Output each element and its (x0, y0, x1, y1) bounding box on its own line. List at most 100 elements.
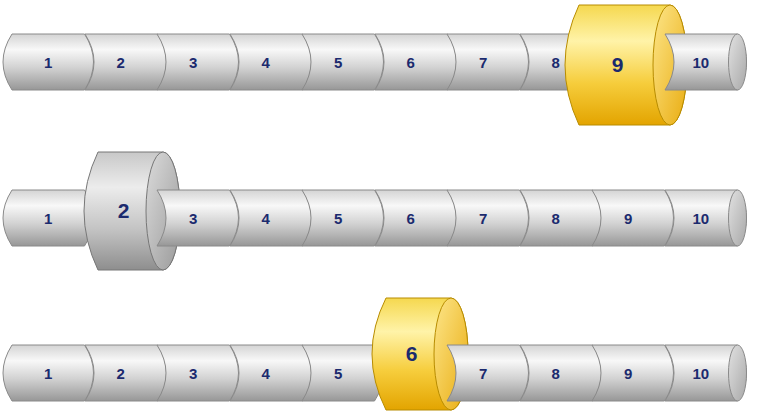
number-holder: 1 (12, 34, 85, 90)
highlighted-number: 9 (612, 53, 624, 77)
segment-number: 3 (189, 210, 197, 227)
ring-body (565, 5, 687, 125)
number-holder: 1 (12, 345, 85, 401)
rod-segment: 9 (592, 345, 665, 401)
segment-body (592, 190, 674, 246)
segment-body (592, 345, 674, 401)
number-holder: 10 (665, 345, 738, 401)
rod-segment: 1 (12, 34, 85, 90)
segment-number: 8 (552, 210, 560, 227)
segment-number: 10 (692, 210, 709, 227)
number-holder: 10 (665, 34, 738, 90)
number-holder: 1 (12, 190, 85, 246)
rod-segment: 2 (85, 34, 158, 90)
rod-segment: 1 (12, 345, 85, 401)
segment-number: 6 (407, 54, 415, 71)
number-holder: 4 (230, 190, 303, 246)
rod-segment: 4 (230, 34, 303, 90)
number-holder: 8 (520, 190, 593, 246)
rod-segment: 7 (447, 345, 520, 401)
segment-body (157, 190, 239, 246)
number-holder: 2 (85, 345, 158, 401)
segment-number: 2 (117, 365, 125, 382)
ring-shape (565, 5, 687, 125)
number-holder: 2 (84, 152, 163, 270)
number-holder: 2 (85, 34, 158, 90)
segment-body (3, 345, 94, 401)
segment-body (302, 190, 384, 246)
segment-body (3, 190, 94, 246)
number-holder: 4 (230, 345, 303, 401)
highlighted-number: 2 (118, 199, 130, 223)
segment-number: 10 (692, 365, 709, 382)
segment-number: 8 (552, 365, 560, 382)
segment-number: 1 (44, 365, 52, 382)
rod-segment: 10 (665, 345, 738, 401)
segment-body (230, 345, 312, 401)
number-holder: 5 (302, 345, 375, 401)
segment-number: 9 (624, 365, 632, 382)
number-holder: 7 (447, 34, 520, 90)
rod-end-face (728, 345, 746, 401)
segment-number: 4 (262, 365, 270, 382)
ring-sleeve: 9 (565, 5, 687, 125)
segment-number: 6 (407, 210, 415, 227)
rod-segment: 5 (302, 190, 375, 246)
number-holder: 6 (372, 298, 451, 410)
rod-segment: 6 (375, 34, 448, 90)
number-holder: 8 (520, 345, 593, 401)
segment-body (230, 190, 312, 246)
segment-number: 9 (624, 210, 632, 227)
segment-body (447, 34, 529, 90)
segment-body (85, 34, 167, 90)
segment-body (375, 190, 457, 246)
segment-number: 7 (479, 210, 487, 227)
segment-body (302, 345, 384, 401)
segment-body (520, 345, 602, 401)
number-holder: 9 (592, 345, 665, 401)
segment-body (157, 34, 239, 90)
segment-number: 1 (44, 210, 52, 227)
segment-number: 4 (262, 210, 270, 227)
rod-segment: 7 (447, 34, 520, 90)
rod-segment: 3 (157, 34, 230, 90)
segment-body (230, 34, 312, 90)
number-holder: 10 (665, 190, 738, 246)
rod-segment: 5 (302, 34, 375, 90)
segment-number: 5 (334, 210, 342, 227)
segment-number: 4 (262, 54, 270, 71)
rod-segment: 8 (520, 190, 593, 246)
highlighted-number: 6 (406, 342, 418, 366)
number-holder: 6 (375, 34, 448, 90)
segment-number: 8 (552, 54, 560, 71)
number-holder: 7 (447, 345, 520, 401)
segment-body (3, 34, 94, 90)
segment-body (665, 345, 747, 401)
number-holder: 5 (302, 190, 375, 246)
rod-end-face (728, 190, 746, 246)
rod-segment: 9 (592, 190, 665, 246)
segment-number: 5 (334, 365, 342, 382)
segment-body (85, 345, 167, 401)
number-holder: 9 (592, 190, 665, 246)
rod-segment: 4 (230, 190, 303, 246)
rod-segment: 5 (302, 345, 375, 401)
number-holder: 6 (375, 190, 448, 246)
segment-number: 10 (692, 54, 709, 71)
rod-segment: 8 (520, 345, 593, 401)
number-holder: 3 (157, 190, 230, 246)
number-holder: 3 (157, 34, 230, 90)
rod-segment: 4 (230, 345, 303, 401)
number-holder: 9 (565, 5, 670, 125)
segment-body (302, 34, 384, 90)
rod-segment: 10 (665, 190, 738, 246)
segment-body (375, 34, 457, 90)
segment-body (665, 34, 747, 90)
segment-number: 7 (479, 54, 487, 71)
rod-segment: 6 (375, 190, 448, 246)
segment-body (665, 190, 747, 246)
number-holder: 5 (302, 34, 375, 90)
segment-number: 2 (117, 54, 125, 71)
rod-segment: 2 (85, 345, 158, 401)
